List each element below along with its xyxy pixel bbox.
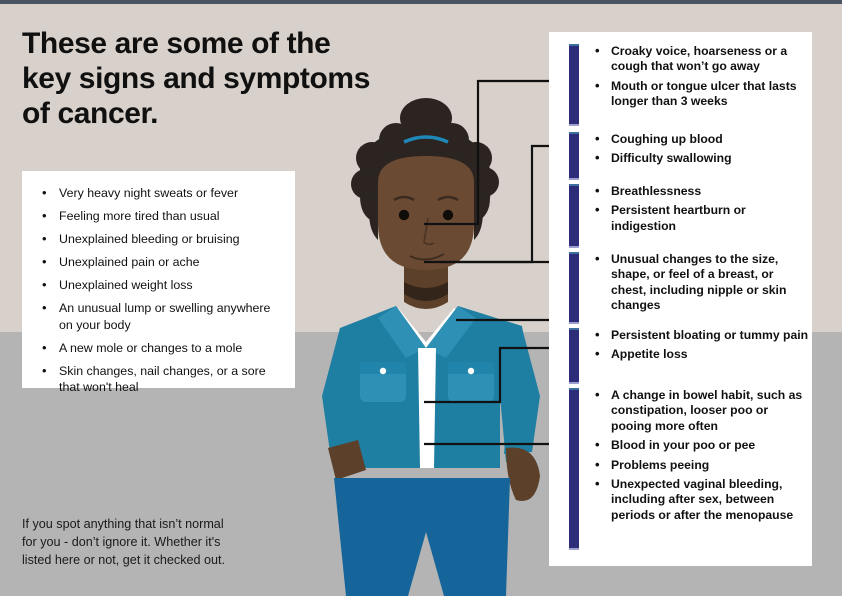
jeans-shape xyxy=(334,478,510,596)
arm-right xyxy=(500,328,540,454)
symptom-group-breast-chest: Unusual changes to the size, shape, or f… xyxy=(569,251,809,324)
group-accent-bar xyxy=(569,388,579,550)
hair-tie-icon xyxy=(403,135,449,144)
face-shape xyxy=(378,156,474,270)
person-illustration xyxy=(322,98,540,596)
symptom-group-throat-lung: Coughing up blood Difficulty swallowing xyxy=(569,131,809,180)
list-item: Mouth or tongue ulcer that lasts longer … xyxy=(591,78,809,110)
symptom-list: Croaky voice, hoarseness or a cough that… xyxy=(591,43,809,110)
list-item: Skin changes, nail changes, or a sore th… xyxy=(36,362,283,396)
list-item: A new mole or changes to a mole xyxy=(36,339,283,357)
list-item: Persistent heartburn or indigestion xyxy=(591,202,809,234)
pocket-button-right xyxy=(467,367,475,375)
general-symptoms-list: Very heavy night sweats or fever Feeling… xyxy=(36,184,283,396)
list-item: An unusual lump or swelling anywhere on … xyxy=(36,299,283,333)
symptom-list: A change in bowel habit, such as constip… xyxy=(591,387,809,523)
connector-tummy xyxy=(424,346,566,404)
footer-advice-text: If you spot anything that isn’t normal f… xyxy=(22,517,226,567)
list-item: Coughing up blood xyxy=(591,131,809,148)
symptom-group-tummy: Persistent bloating or tummy pain Appeti… xyxy=(569,327,809,384)
top-accent-strip xyxy=(0,0,842,4)
eye-right-icon xyxy=(442,209,454,221)
list-item: Unexpected vaginal bleeding, including a… xyxy=(591,476,809,523)
shirt-placket xyxy=(418,348,436,468)
jacket-lapel-left xyxy=(378,306,426,358)
list-item: Unexplained bleeding or bruising xyxy=(36,230,283,248)
neck-shadow xyxy=(404,282,448,301)
arm-left xyxy=(322,328,362,454)
nose-icon xyxy=(423,217,435,246)
group-accent-bar xyxy=(569,184,579,248)
symptom-groups-panel: Croaky voice, hoarseness or a cough that… xyxy=(549,32,812,566)
list-item: Unexplained pain or ache xyxy=(36,253,283,271)
list-item: Appetite loss xyxy=(591,346,809,363)
symptom-list: Breathlessness Persistent heartburn or i… xyxy=(591,183,809,234)
list-item: Blood in your poo or pee xyxy=(591,437,809,454)
group-accent-bar xyxy=(569,132,579,180)
symptom-group-head-neck: Croaky voice, hoarseness or a cough that… xyxy=(569,43,809,126)
symptom-group-chest-breathing: Breathlessness Persistent heartburn or i… xyxy=(569,183,809,248)
list-item: Persistent bloating or tummy pain xyxy=(591,327,809,344)
list-item: Breathlessness xyxy=(591,183,809,200)
group-accent-bar xyxy=(569,44,579,126)
list-item: Croaky voice, hoarseness or a cough that… xyxy=(591,43,809,75)
pocket-button-left xyxy=(379,367,387,375)
list-item: Unusual changes to the size, shape, or f… xyxy=(591,251,809,314)
symptom-list: Coughing up blood Difficulty swallowing xyxy=(591,131,809,167)
connector-head-neck xyxy=(424,79,566,226)
symptom-group-bowel-bladder: A change in bowel habit, such as constip… xyxy=(569,387,809,550)
symptom-list: Unusual changes to the size, shape, or f… xyxy=(591,251,809,314)
hand-left xyxy=(328,440,366,480)
list-item: Problems peeing xyxy=(591,456,809,473)
list-item: Unexplained weight loss xyxy=(36,276,283,294)
list-item: A change in bowel habit, such as constip… xyxy=(591,387,809,434)
list-item: Feeling more tired than usual xyxy=(36,207,283,225)
symptom-list: Persistent bloating or tummy pain Appeti… xyxy=(591,327,809,363)
hand-right xyxy=(506,447,540,501)
group-accent-bar xyxy=(569,252,579,324)
mouth-icon xyxy=(409,253,445,261)
general-symptoms-card: Very heavy night sweats or fever Feeling… xyxy=(22,171,295,394)
eye-left-icon xyxy=(398,209,410,221)
list-item: Very heavy night sweats or fever xyxy=(36,184,283,202)
group-accent-bar xyxy=(569,328,579,384)
page-title: These are some of the key signs and symp… xyxy=(22,27,370,131)
connector-throat-lung xyxy=(440,144,566,264)
list-item: Difficulty swallowing xyxy=(591,150,809,167)
